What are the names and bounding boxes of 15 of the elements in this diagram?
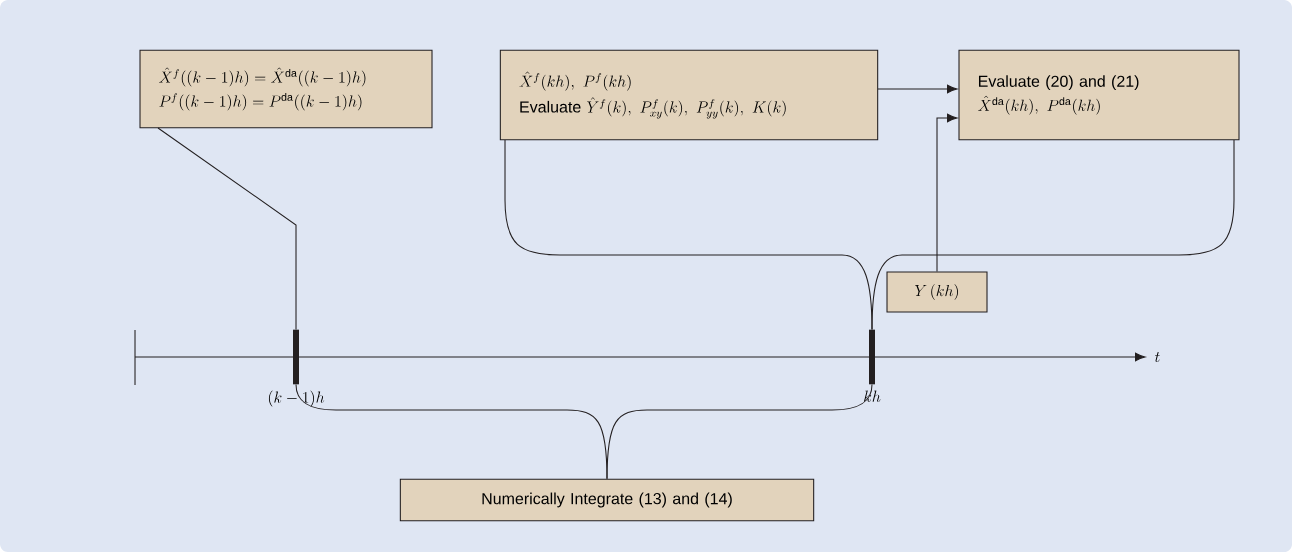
- tick-mark: [869, 329, 875, 385]
- process-box: $Y\,(kh)$: [886, 271, 988, 313]
- process-box: Numerically Integrate (13) and (14): [399, 478, 815, 522]
- process-box: $\hat{X}^{f}((k-1)h) = \hat{X}^{\mathrm{da}}((k-1)h)$ $P^{f}((k-1)h) = P^{\mathrm{da}}((k-1)h)$: [139, 49, 433, 129]
- process-box: Evaluate (20) and (21) $\hat{X}^{\mathrm{da}}(kh),\ P^{\mathrm{da}}(kh)$: [958, 49, 1240, 141]
- tick-label: $kh$: [864, 390, 881, 402]
- connector-line: [606, 384, 873, 480]
- tick-mark: [293, 329, 299, 385]
- connector-line: [871, 139, 1235, 330]
- axis-label: $t$: [1154, 351, 1160, 363]
- process-box: $\hat{X}^{f}(kh),\ P^{f}(kh)$ $\text{Evaluate }\hat{Y}^{f}(k),\ P^{f}_{xy}(k),\ P^{f}_{yy}(k),\ K(k)$: [499, 49, 879, 141]
- arrow: [936, 113, 958, 272]
- arrow: [877, 84, 958, 94]
- tick-label: $(k-1)h$: [268, 390, 325, 407]
- connector-line: [157, 127, 297, 330]
